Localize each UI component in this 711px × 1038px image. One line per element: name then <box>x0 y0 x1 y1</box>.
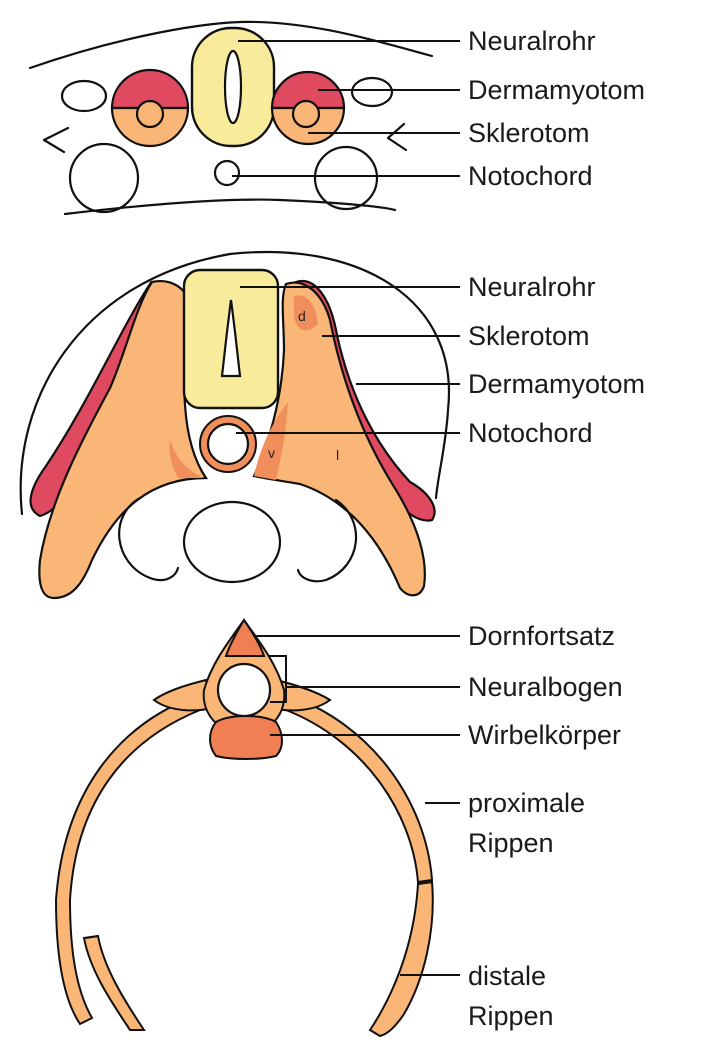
left-aorta-arch <box>119 498 178 580</box>
label-proximale-rippen-line-2: Rippen <box>468 828 554 858</box>
panel-3-vertebra-and-ribs: Dornfortsatz Neuralbogen Wirbelkörper pr… <box>56 620 623 1036</box>
right-small-vessel <box>352 78 392 106</box>
right-aorta-arch <box>298 500 356 581</box>
label-notochord-1: Notochord <box>468 161 593 191</box>
vertebral-foramen <box>218 664 270 716</box>
left-aorta <box>70 144 138 212</box>
panel-2-notochord <box>208 424 248 464</box>
panel-1-neural-lumen <box>225 51 241 123</box>
label-distale-rippen-line-1: distale <box>468 961 546 991</box>
label-distale-rippen-line-2: Rippen <box>468 1001 554 1031</box>
label-sklerotom-2: Sklerotom <box>468 321 590 351</box>
panel-1-notochord <box>215 161 239 185</box>
label-neuralrohr-1: Neuralrohr <box>468 26 596 56</box>
label-notochord-2: Notochord <box>468 418 593 448</box>
right-lateral-bracket <box>388 124 406 150</box>
panel-2-later-cross-section: d v l Neuralrohr Sklerotom Dermamyotom N… <box>21 252 645 598</box>
left-small-vessel <box>62 81 106 111</box>
right-aorta <box>315 147 377 209</box>
ventral-endoderm-line <box>65 200 395 214</box>
label-proximale-rippen-line-1: proximale <box>468 788 585 818</box>
label-dornfortsatz: Dornfortsatz <box>468 621 615 651</box>
left-myocoel <box>137 101 163 127</box>
left-proximal-rib <box>56 696 200 1024</box>
panel-1-early-cross-section: Neuralrohr Dermamyotom Sklerotom Notocho… <box>30 22 645 214</box>
label-dermamyotom-1: Dermamyotom <box>468 75 645 105</box>
region-mark-ventral: v <box>268 445 275 461</box>
label-neuralrohr-2: Neuralrohr <box>468 272 596 302</box>
left-distal-rib <box>84 936 144 1030</box>
label-wirbelkoerper: Wirbelkörper <box>468 720 621 750</box>
label-neuralbogen: Neuralbogen <box>468 672 623 702</box>
right-myocoel <box>293 101 319 127</box>
right-distal-rib <box>370 882 433 1036</box>
label-sklerotom-1: Sklerotom <box>468 118 590 148</box>
region-mark-dorsal: d <box>298 308 306 324</box>
left-lateral-bracket <box>44 128 68 152</box>
left-somite <box>112 70 188 146</box>
vertebral-body <box>210 716 282 759</box>
label-dermamyotom-2: Dermamyotom <box>468 369 645 399</box>
right-proximal-rib <box>286 696 432 882</box>
panel-2-gut <box>184 502 280 582</box>
region-mark-lateral: l <box>336 447 339 463</box>
